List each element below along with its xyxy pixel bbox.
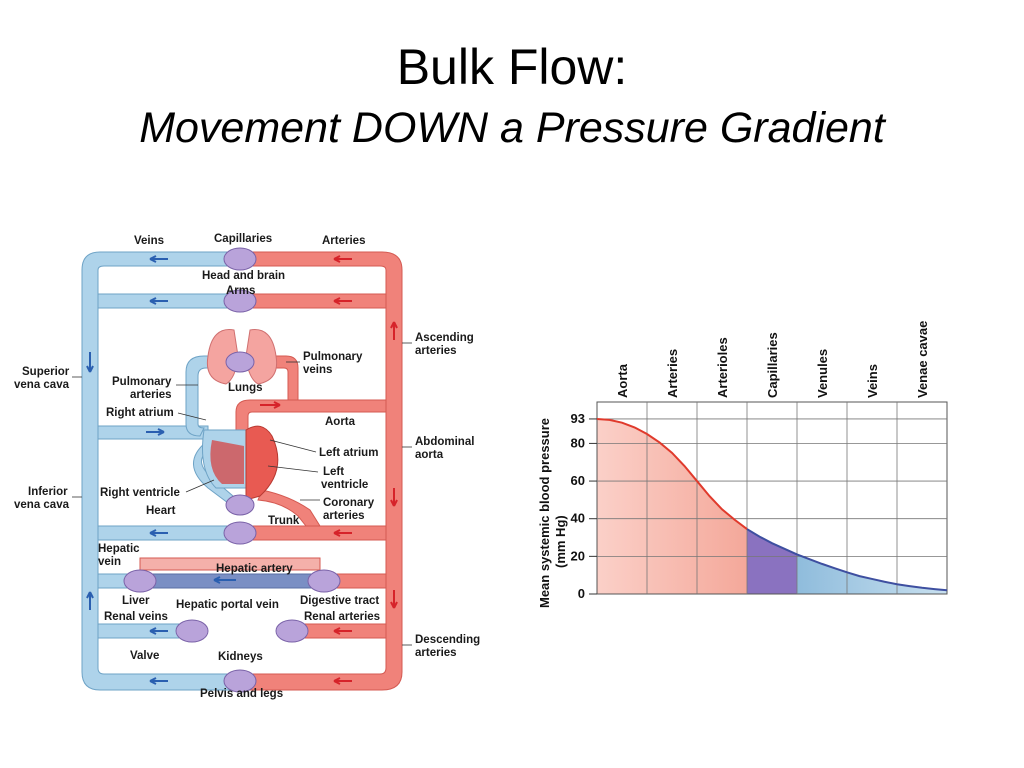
label-descending-2: arteries <box>415 647 457 659</box>
y-tick-label: 20 <box>571 548 585 563</box>
label-arms: Arms <box>226 285 255 297</box>
category-label-venules: Venules <box>815 349 830 398</box>
label-arteries: Arteries <box>322 235 365 247</box>
label-pelvis: Pelvis and legs <box>200 688 283 700</box>
label-pulm-veins-1: Pulmonary <box>303 351 363 363</box>
label-pulm-veins-2: veins <box>303 364 332 376</box>
label-right-ventricle: Right ventricle <box>100 487 180 499</box>
y-tick-label: 60 <box>571 473 585 488</box>
curve-arterial <box>596 417 748 530</box>
chart-category-labels: Aorta Arteries Arterioles Capillaries Venule… <box>615 321 930 398</box>
area-region-0 <box>597 418 747 594</box>
label-hepatic-vein-1: Hepatic <box>98 543 140 555</box>
label-pulm-art-1: Pulmonary <box>112 376 172 388</box>
label-head-brain: Head and brain <box>202 270 285 282</box>
heart-shape <box>202 425 279 501</box>
label-inferior-1: Inferior <box>28 486 68 498</box>
area-region-1 <box>747 529 797 594</box>
label-superior-2: vena cava <box>14 379 70 391</box>
label-renal-arteries: Renal arteries <box>304 611 380 623</box>
label-descending-1: Descending <box>415 634 480 646</box>
label-left-ventricle-1: Left <box>323 466 344 478</box>
lungs-shape <box>206 329 278 385</box>
chart-area-fills <box>597 418 947 594</box>
chart-grid <box>596 401 948 595</box>
category-label-arteries: Arteries <box>665 349 680 398</box>
chart-y-ticks: 0 20 40 60 80 93 <box>571 411 597 601</box>
leader-lines <box>72 342 412 646</box>
category-label-arterioles: Arterioles <box>715 337 730 398</box>
chart-ylabel-1: Mean systemic blood pressure <box>537 418 552 608</box>
label-abdominal-2: aorta <box>415 449 444 461</box>
label-coronary-2: arteries <box>323 510 365 522</box>
label-liver: Liver <box>122 595 150 607</box>
label-inferior-2: vena cava <box>14 499 70 511</box>
diagram-labels: Veins Capillaries Arteries Head and brai… <box>14 233 480 700</box>
label-left-ventricle-2: ventricle <box>321 479 368 491</box>
label-pulm-art-2: arteries <box>130 389 172 401</box>
label-right-atrium: Right atrium <box>106 407 174 419</box>
label-hepatic-artery: Hepatic artery <box>216 563 293 575</box>
label-heart: Heart <box>146 505 176 517</box>
label-capillaries: Capillaries <box>214 233 272 245</box>
y-tick-label: 40 <box>571 511 585 526</box>
y-tick-label: 93 <box>571 411 585 426</box>
capillary-beds <box>123 247 341 693</box>
category-label-capillaries: Capillaries <box>765 332 780 398</box>
label-renal-veins: Renal veins <box>104 611 168 623</box>
label-abdominal-1: Abdominal <box>415 436 474 448</box>
category-label-aorta: Aorta <box>615 363 630 398</box>
y-tick-label: 0 <box>578 586 585 601</box>
label-kidneys: Kidneys <box>218 651 263 663</box>
label-ascending-2: arteries <box>415 345 457 357</box>
chart-curve <box>596 417 948 592</box>
label-valve: Valve <box>130 650 159 662</box>
slide-title: Bulk Flow: <box>396 39 628 95</box>
label-digestive: Digestive tract <box>300 595 379 607</box>
label-lungs: Lungs <box>228 382 263 394</box>
category-label-venae-cavae: Venae cavae <box>915 321 930 398</box>
chart-ylabel-2: (mm Hg) <box>553 515 568 568</box>
label-left-atrium: Left atrium <box>319 447 378 459</box>
category-label-veins: Veins <box>865 364 880 398</box>
chart-frame <box>596 401 948 595</box>
flow-arrows <box>86 255 398 685</box>
label-veins: Veins <box>134 235 164 247</box>
label-aorta: Aorta <box>325 416 356 428</box>
label-coronary-1: Coronary <box>323 497 375 509</box>
label-trunk: Trunk <box>268 515 300 527</box>
curve-venous <box>746 528 948 592</box>
label-superior-1: Superior <box>22 366 70 378</box>
slide-subtitle: Movement DOWN a Pressure Gradient <box>139 104 885 152</box>
area-region-2 <box>797 554 947 594</box>
label-ascending-1: Ascending <box>415 332 474 344</box>
label-hepatic-portal: Hepatic portal vein <box>176 599 279 611</box>
label-hepatic-vein-2: vein <box>98 556 121 568</box>
y-tick-label: 80 <box>571 435 585 450</box>
